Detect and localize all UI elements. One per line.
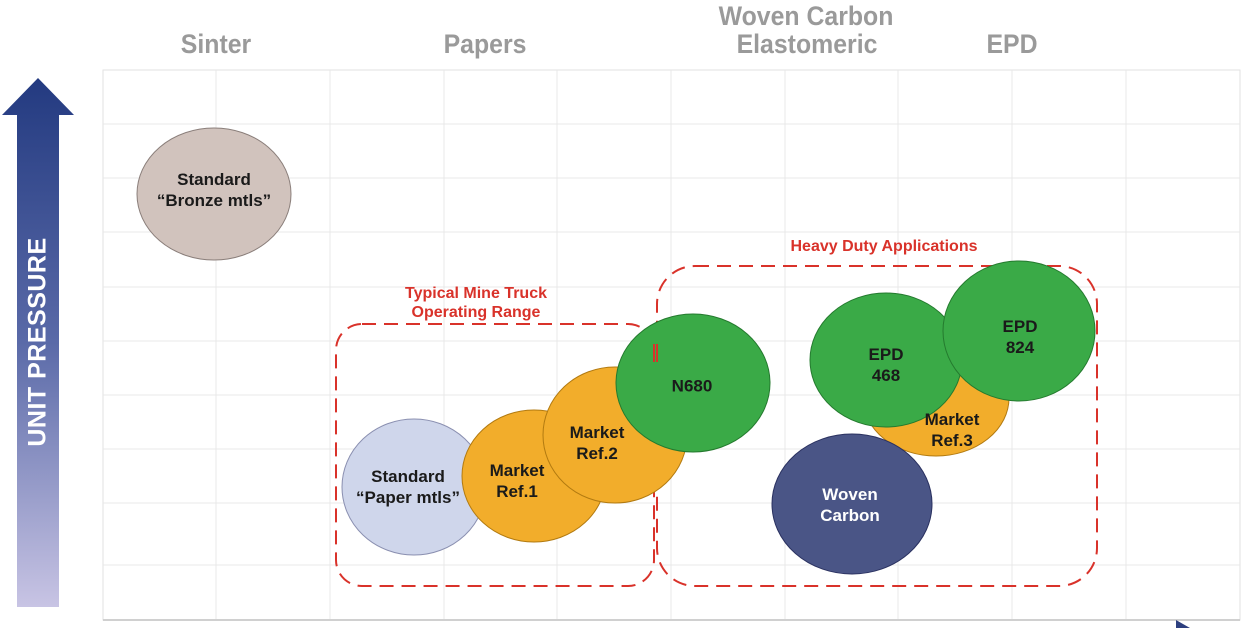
x-axis-arrow-tip bbox=[1176, 620, 1190, 628]
market-ref1-label: Market Ref.1 bbox=[489, 461, 545, 501]
market-ref2-label: Market Ref.2 bbox=[569, 423, 625, 463]
bronze-bubble bbox=[136, 127, 292, 261]
woven-carbon-label: Woven Carbon bbox=[820, 485, 880, 525]
epd824-label: EPD 824 bbox=[1002, 317, 1038, 357]
y-axis-label: UNIT PRESSURE bbox=[23, 237, 52, 447]
overlap-dashes bbox=[653, 344, 658, 362]
column-header-elastomeric: Elastomeric bbox=[736, 29, 878, 59]
column-header-epd: EPD bbox=[986, 29, 1038, 59]
woven-carbon-bubble bbox=[771, 433, 933, 575]
column-header-sinter: Sinter bbox=[180, 29, 252, 59]
mine-truck-range-box bbox=[335, 323, 655, 587]
unit-pressure-arrow bbox=[2, 78, 74, 607]
column-header-papers: Papers bbox=[443, 29, 527, 59]
market-ref3-label: Market Ref.3 bbox=[924, 410, 980, 450]
epd824-bubble bbox=[942, 260, 1096, 402]
heavy-duty-box bbox=[656, 265, 1098, 587]
mine-truck-range-label: Typical Mine Truck Operating Range bbox=[405, 285, 547, 321]
epd468-label: EPD 468 bbox=[868, 345, 904, 385]
heavy-duty-label: Heavy Duty Applications bbox=[790, 238, 978, 255]
bronze-label: Standard “Bronze mtls” bbox=[156, 170, 272, 210]
paper-label: Standard “Paper mtls” bbox=[356, 467, 460, 507]
column-header-woven-carbon: Woven Carbon bbox=[718, 1, 894, 31]
n680-label: N680 bbox=[671, 376, 713, 396]
